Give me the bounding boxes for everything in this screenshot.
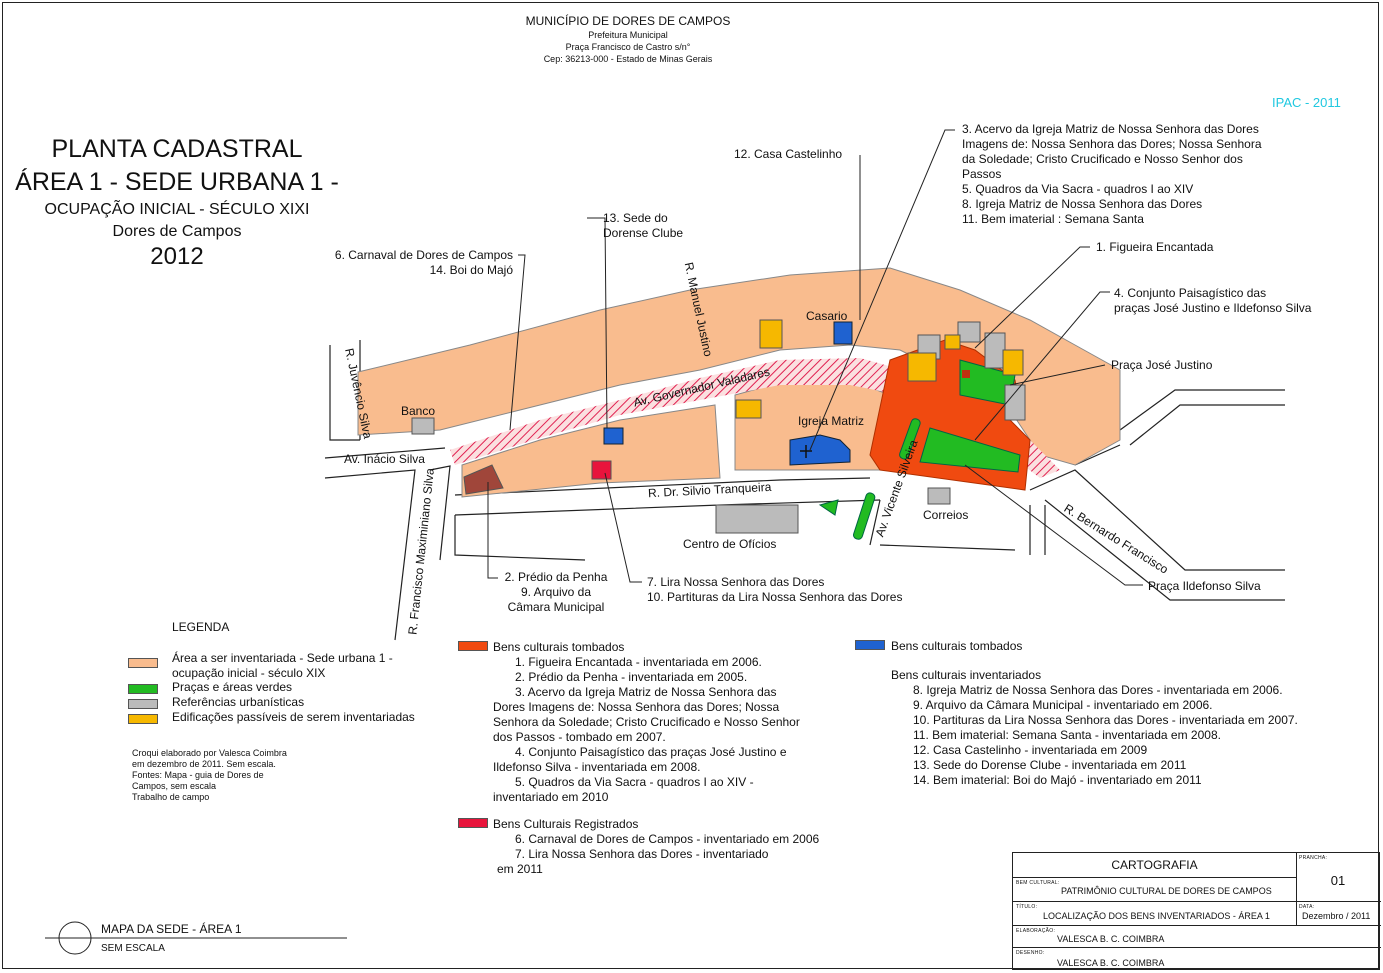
predio-penha-building (463, 464, 504, 495)
mapa-title: MAPA DA SEDE - ÁREA 1 (101, 922, 242, 936)
figueira-marker (962, 370, 970, 378)
municipality-header: MUNICÍPIO DE DORES DE CAMPOS Prefeitura … (470, 14, 786, 65)
igreja-matriz-building (789, 434, 851, 466)
correios-building (927, 487, 951, 505)
green-triangle (818, 499, 839, 516)
title-ocupacao: OCUPAÇÃO INICIAL - SÉCULO XIXI (44, 201, 310, 218)
registrados-title: Bens Culturais Registrados (493, 817, 639, 831)
registrados-list: 6. Carnaval de Dores de Campos - inventa… (497, 832, 820, 876)
cartografia-box: CARTOGRAFIA PRANCHA: 01 BEM CULTURAL: PA… (1012, 852, 1381, 971)
desenho-row: DESENHO: VALESCA B. C. COIMBRA (1013, 947, 1381, 971)
legend-swatch-gray (128, 699, 158, 709)
place-casario: Casario (806, 309, 848, 323)
dorense-clube-building (603, 427, 624, 445)
annotation-figueira: 1. Figueira Encantada (1096, 240, 1214, 254)
inventariados-list: 8. Igreja Matriz de Nossa Senhora das Do… (913, 683, 1298, 787)
tombados-red-list: 1. Figueira Encantada - inventariada em … (493, 655, 800, 804)
praca-ildefonso-silva (919, 427, 1021, 473)
gray-building-4 (1004, 384, 1026, 421)
mapa-symbol (45, 921, 347, 955)
green-strip-2 (853, 492, 876, 540)
gray-building-3 (984, 332, 1006, 369)
legend-label-green: Praças e áreas verdes (172, 680, 293, 694)
mapa-scale: SEM ESCALA (101, 943, 165, 954)
yellow-building-3 (907, 352, 937, 382)
header-municipality: MUNICÍPIO DE DORES DE CAMPOS (525, 14, 731, 28)
prancha-cell: PRANCHA: 01 (1299, 855, 1346, 888)
gray-building-2 (957, 321, 981, 343)
inventory-area-north (357, 267, 1121, 466)
tombados-blue-title: Bens culturais tombados (891, 639, 1023, 653)
swatch-tombados-blue (855, 640, 885, 650)
leader-lines (487, 129, 1143, 586)
cartografia-header: CARTOGRAFIA (1013, 853, 1297, 877)
annotation-ildefonso: Praça Ildefonso Silva (1148, 579, 1261, 593)
legend-label-yellow: Edificações passíveis de serem inventari… (172, 710, 415, 724)
map-title-block: PLANTA CADASTRAL ÁREA 1 - SEDE URBANA 1 … (2, 133, 352, 271)
title-area: ÁREA 1 - SEDE URBANA 1 - (15, 168, 339, 196)
title-city: Dores de Campos (112, 223, 242, 240)
place-correios: Correios (923, 508, 969, 522)
place-centro: Centro de Ofícios (683, 537, 777, 551)
title-year: 2012 (150, 243, 204, 270)
bem-row: BEM CULTURAL: PATRIMÔNIO CULTURAL DE DOR… (1013, 877, 1297, 902)
annotation-jose-justino: Praça José Justino (1111, 358, 1213, 372)
banco-building (411, 417, 435, 435)
title-planta: PLANTA CADASTRAL (51, 135, 303, 163)
legend-swatch-green (128, 684, 158, 694)
street-inacio: Av. Inácio Silva (344, 452, 425, 466)
legend-title: LEGENDA (172, 620, 230, 634)
yellow-building-4 (1002, 349, 1024, 376)
yellow-building-1 (759, 319, 783, 349)
legend-swatch-area (128, 658, 158, 668)
data-row: DATA: Dezembro / 2011 (1296, 901, 1381, 926)
titulo-row: TÍTULO: LOCALIZAÇÃO DOS BENS INVENTARIAD… (1013, 901, 1297, 926)
annotation-acervo: 3. Acervo da Igreja Matriz de Nossa Senh… (962, 122, 1262, 226)
annotation-castelinho: 12. Casa Castelinho (734, 147, 843, 161)
place-banco: Banco (401, 404, 436, 418)
casa-castelinho-building (833, 321, 853, 345)
elaboracao-row: ELABORAÇÃO: VALESCA B. C. COIMBRA (1013, 925, 1381, 948)
green-strip-1 (899, 418, 921, 460)
tombados-red-title: Bens culturais tombados (493, 640, 625, 654)
inventory-block-west (461, 404, 721, 498)
inventariados-subtitle: Bens culturais inventariados (891, 668, 1042, 682)
ipac-label: IPAC - 2011 (1272, 95, 1341, 110)
lira-building (591, 460, 612, 480)
yellow-building-2 (735, 399, 762, 419)
legend-label-area: Área a ser inventariada - Sede urbana 1 … (172, 651, 393, 680)
legend-label-gray: Referências urbanísticas (172, 695, 305, 709)
yellow-building-5 (944, 334, 961, 350)
street-lines (324, 340, 1285, 641)
centro-oficios-building (715, 504, 799, 534)
legend-swatch-yellow (128, 714, 158, 724)
swatch-registrados (458, 818, 488, 828)
header-address: Praça Francisco de Castro s/n° (565, 42, 691, 52)
header-cep: Cep: 36213-000 - Estado de Minas Gerais (543, 54, 713, 64)
header-prefeitura: Prefeitura Municipal (588, 30, 668, 40)
place-igreja: Igreja Matriz (798, 414, 865, 428)
swatch-tombados-red (458, 641, 488, 651)
